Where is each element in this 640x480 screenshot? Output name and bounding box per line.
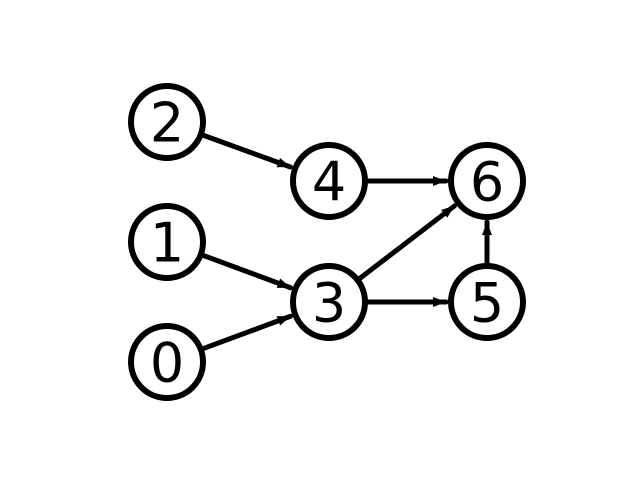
node-4-label: 4 <box>312 150 346 213</box>
node-2-circle <box>128 83 206 161</box>
node-4-circle <box>290 142 368 220</box>
edges-layer <box>201 132 492 351</box>
node-5-circle <box>448 263 526 341</box>
node-1-circle <box>128 203 206 281</box>
node-1: 1 <box>128 203 206 281</box>
node-2-label: 2 <box>150 91 184 154</box>
node-6: 6 <box>448 142 526 220</box>
edge-0-3 <box>201 313 294 351</box>
edge-2-4 <box>201 132 293 170</box>
node-3-circle <box>290 263 368 341</box>
edge-1-3 <box>201 253 294 291</box>
node-6-circle <box>448 142 526 220</box>
node-6-label: 6 <box>470 150 504 213</box>
nodes-layer: 0 1 2 3 4 5 6 <box>128 83 526 401</box>
node-1-label: 1 <box>150 211 184 274</box>
node-3-label: 3 <box>312 271 346 334</box>
node-0: 0 <box>128 323 206 401</box>
node-0-label: 0 <box>150 331 184 394</box>
node-4: 4 <box>290 142 368 220</box>
node-5-label: 5 <box>470 271 504 334</box>
node-3: 3 <box>290 263 368 341</box>
node-5: 5 <box>448 263 526 341</box>
node-2: 2 <box>128 83 206 161</box>
edge-3-6 <box>357 203 457 281</box>
node-0-circle <box>128 323 206 401</box>
